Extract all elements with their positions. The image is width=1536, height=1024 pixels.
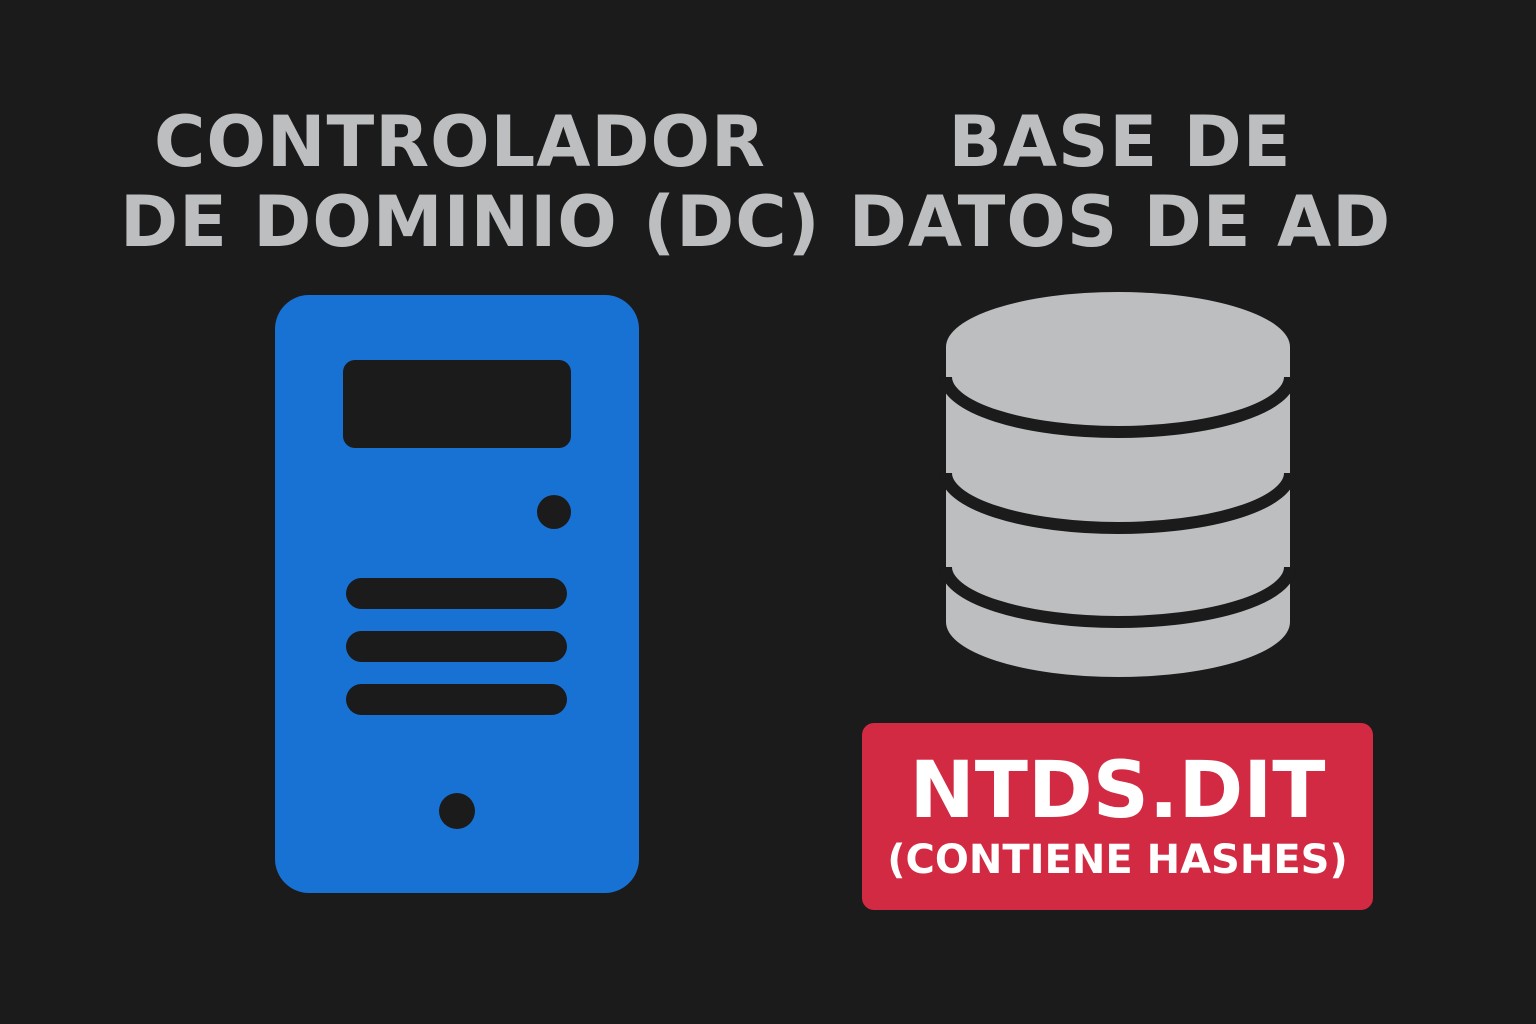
- server-drive-slot: [346, 578, 567, 609]
- ad-database-title-line1: BASE DE: [948, 101, 1292, 183]
- database-ring-divider: [940, 472, 1296, 534]
- domain-controller-title: CONTROLADOR DE DOMINIO (DC): [120, 101, 821, 263]
- ad-database-title-line2: DATOS DE AD: [848, 181, 1392, 263]
- server-display-panel: [343, 360, 571, 448]
- server-power-button: [439, 793, 475, 829]
- database-cylinder-top: [946, 292, 1290, 402]
- server-icon: [275, 295, 639, 893]
- server-drive-slot: [346, 684, 567, 715]
- database-icon: [940, 292, 1296, 677]
- ntds-dit-label: NTDS.DIT: [909, 746, 1326, 836]
- hashes-note: (CONTIENE HASHES): [887, 837, 1348, 883]
- database-ring-divider: [940, 376, 1296, 438]
- server-status-light: [537, 495, 571, 529]
- domain-controller-title-line1: CONTROLADOR: [154, 101, 766, 183]
- ad-database-title: BASE DE DATOS DE AD: [800, 102, 1440, 262]
- database-ring-divider: [940, 566, 1296, 628]
- domain-controller-title-line2: DE DOMINIO (DC): [120, 181, 821, 263]
- server-drive-slot: [346, 631, 567, 662]
- ntds-dit-badge: NTDS.DIT (CONTIENE HASHES): [862, 723, 1373, 910]
